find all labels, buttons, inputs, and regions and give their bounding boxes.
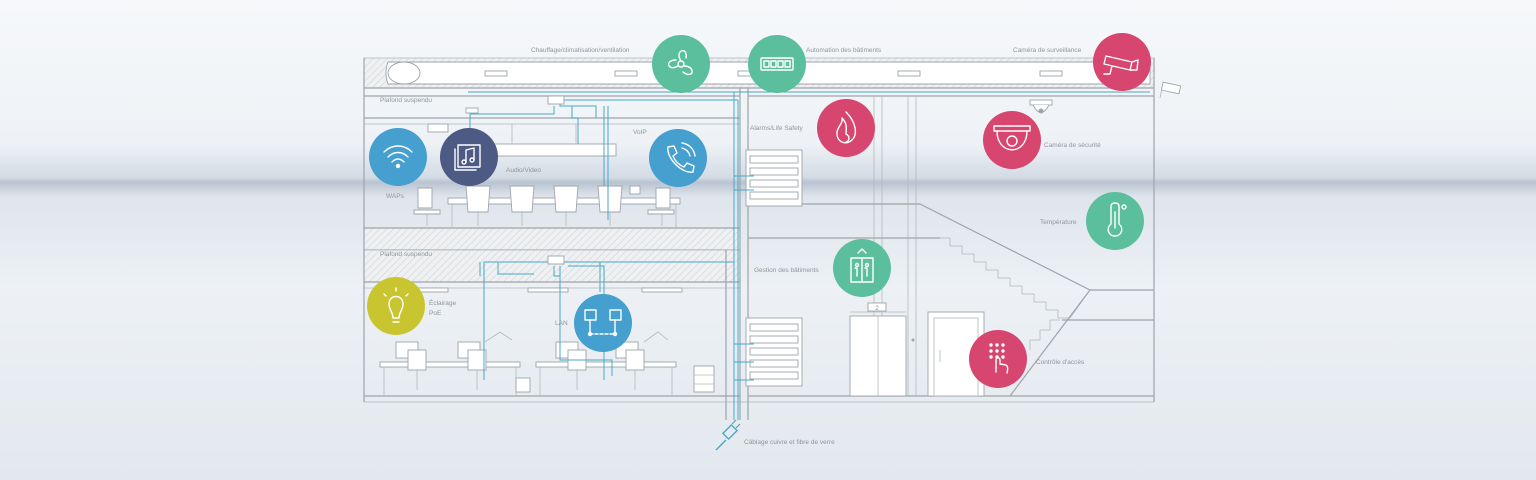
flame-icon — [836, 111, 857, 144]
label-security-camera: Caméra de sécurité — [1044, 142, 1101, 149]
elevator-icon — [850, 248, 874, 283]
cctv-camera-icon — [1103, 55, 1139, 75]
server-rack-lower — [745, 317, 803, 387]
conference-furniture — [413, 185, 681, 228]
server-rack-upper — [745, 149, 803, 207]
label-alarms: Alarms/Life Safety — [750, 125, 803, 132]
poe-lighting-badge — [367, 277, 425, 335]
label-access-control: Contrôle d'accès — [1036, 359, 1085, 366]
hvac-badge — [652, 35, 710, 93]
network-icon — [584, 309, 622, 337]
lightbulb-icon — [383, 287, 409, 323]
waps-badge — [369, 128, 427, 186]
diagram-labels: Chauffage/climatisation/ventilation Auto… — [380, 47, 1101, 446]
temperature-badge — [1086, 192, 1144, 250]
switch-panel-icon — [760, 57, 794, 71]
label-waps: WAPs — [386, 193, 405, 200]
cable-plug-icon — [715, 419, 741, 451]
voip-badge — [649, 129, 707, 187]
wall-cctv-camera — [1159, 81, 1182, 99]
audio-video-badge — [440, 128, 498, 186]
building-management-badge — [833, 239, 891, 297]
label-building-automation: Automation des bâtiments — [806, 47, 882, 54]
security-camera-badge — [983, 111, 1041, 169]
fan-icon — [668, 50, 693, 76]
label-cabling: Câblage cuivre et fibre de verre — [744, 439, 835, 446]
cable-runs — [427, 91, 1150, 420]
label-poe-lighting: Éclairage — [429, 298, 456, 307]
alarms-badge — [817, 99, 875, 157]
dome-camera-icon — [993, 125, 1031, 151]
label-poe-lighting-sub: PoE — [429, 310, 442, 317]
building-automation-badge — [748, 35, 806, 93]
label-voip: VoIP — [633, 129, 647, 136]
label-temperature: Température — [1040, 219, 1077, 226]
category-badges — [367, 33, 1151, 388]
ceiling-dome-camera — [1029, 99, 1053, 114]
label-suspended-ceiling-bottom: Plafond suspendu — [380, 251, 432, 258]
phone-icon — [667, 142, 696, 173]
label-suspended-ceiling-top: Plafond suspendu — [380, 97, 432, 104]
thermometer-icon — [1107, 202, 1127, 237]
label-hvac: Chauffage/climatisation/ventilation — [531, 47, 630, 54]
surveillance-camera-badge — [1093, 33, 1151, 91]
keypad-icon — [989, 343, 1009, 374]
label-surveillance-camera: Caméra de surveillance — [1013, 47, 1082, 54]
office-furniture — [379, 331, 715, 396]
elevator-floor-number: 2 — [875, 305, 879, 312]
label-lan: LAN — [555, 320, 568, 327]
wifi-icon — [383, 145, 413, 169]
lan-badge — [574, 294, 632, 352]
label-audio-video: Audio/Video — [506, 167, 541, 174]
access-control-badge — [969, 330, 1027, 388]
music-note-icon — [454, 144, 481, 171]
label-building-management: Gestion des bâtiments — [754, 267, 819, 274]
